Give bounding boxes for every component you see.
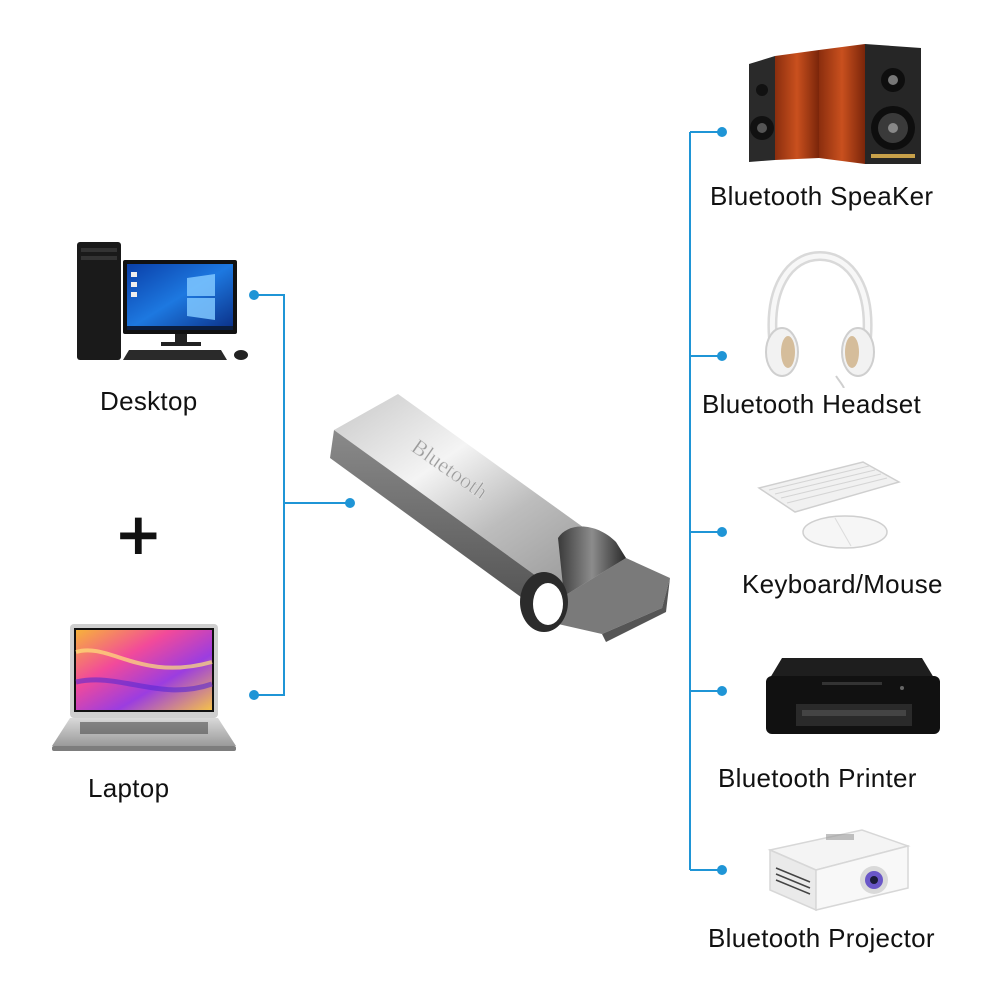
projector-image bbox=[767, 829, 911, 912]
connector-dot bbox=[717, 527, 727, 537]
connector-dot bbox=[345, 498, 355, 508]
bluetooth-dongle-image: Bluetooth bbox=[330, 394, 670, 642]
headset-label: Bluetooth Headset bbox=[702, 389, 922, 419]
connector-dot bbox=[249, 290, 259, 300]
connector-dot bbox=[249, 690, 259, 700]
printer-label: Bluetooth Printer bbox=[718, 763, 917, 793]
laptop-label: Laptop bbox=[88, 773, 170, 803]
connector-dot bbox=[717, 686, 727, 696]
connector-dot bbox=[717, 351, 727, 361]
laptop-image bbox=[52, 624, 236, 751]
printer-image bbox=[766, 658, 940, 734]
keyboard-mouse-image bbox=[757, 461, 901, 549]
desktop-computer-image bbox=[77, 242, 248, 360]
projector-label: Bluetooth Projector bbox=[708, 923, 935, 953]
connector-dot bbox=[717, 127, 727, 137]
headset-image bbox=[765, 250, 875, 388]
keyboard-mouse-label: Keyboard/Mouse bbox=[742, 569, 943, 599]
connector-dot bbox=[717, 865, 727, 875]
speaker-image bbox=[749, 44, 921, 164]
plus-symbol: + bbox=[114, 500, 163, 568]
desktop-label: Desktop bbox=[100, 386, 198, 416]
speaker-label: Bluetooth SpeaKer bbox=[710, 181, 934, 211]
